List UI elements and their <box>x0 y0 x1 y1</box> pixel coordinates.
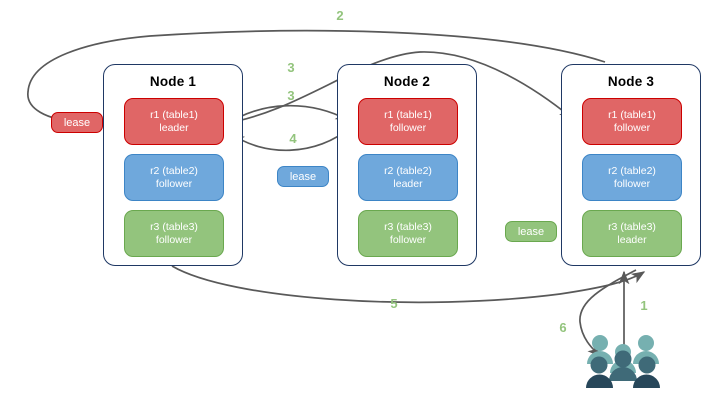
step-label-2: 2 <box>336 8 344 23</box>
lease-badge-red[interactable]: lease <box>51 112 103 133</box>
step-label-5: 5 <box>390 296 398 311</box>
replica-n1-r2-name: r2 (table2) <box>150 164 198 177</box>
replica-n1-r3[interactable]: r3 (table3) follower <box>124 210 224 257</box>
replica-n3-r2-name: r2 (table2) <box>608 164 656 177</box>
replica-n2-r2[interactable]: r2 (table2) leader <box>358 154 458 201</box>
replica-n1-r2[interactable]: r2 (table2) follower <box>124 154 224 201</box>
replica-n3-r2-role: follower <box>613 177 651 190</box>
replica-n2-r2-role: leader <box>393 177 423 190</box>
node-3-box[interactable]: Node 3 r1 (table1) follower r2 (table2) … <box>561 64 701 266</box>
replica-n3-r1-name: r1 (table1) <box>608 108 656 121</box>
replica-n1-r3-role: follower <box>155 233 193 246</box>
replica-n2-r2-name: r2 (table2) <box>384 164 432 177</box>
replica-n2-r3-name: r3 (table3) <box>384 220 432 233</box>
replica-n2-r1-role: follower <box>389 121 427 134</box>
replica-n1-r1-role: leader <box>159 121 189 134</box>
edge-step-5 <box>171 265 646 304</box>
step-label-1: 1 <box>640 298 648 313</box>
replica-n3-r1-role: follower <box>613 121 651 134</box>
step-label-4: 4 <box>289 131 297 146</box>
replica-n2-r1[interactable]: r1 (table1) follower <box>358 98 458 145</box>
replica-n2-r3-role: follower <box>389 233 427 246</box>
replica-n1-r2-role: follower <box>155 177 193 190</box>
step-label-3-upper: 3 <box>287 60 295 75</box>
replica-n3-r1[interactable]: r1 (table1) follower <box>582 98 682 145</box>
replica-n3-r3-role: leader <box>617 233 647 246</box>
lease-badge-green[interactable]: lease <box>505 221 557 242</box>
replica-n3-r3-name: r3 (table3) <box>608 220 656 233</box>
replica-n1-r1[interactable]: r1 (table1) leader <box>124 98 224 145</box>
node-1-box[interactable]: Node 1 r1 (table1) leader r2 (table2) fo… <box>103 64 243 266</box>
node-1-title: Node 1 <box>149 74 197 89</box>
replica-n3-r2[interactable]: r2 (table2) follower <box>582 154 682 201</box>
lease-badge-blue[interactable]: lease <box>277 166 329 187</box>
replica-n2-r3[interactable]: r3 (table3) follower <box>358 210 458 257</box>
node-3-title: Node 3 <box>607 74 655 89</box>
node-2-title: Node 2 <box>383 74 431 89</box>
replica-n1-r3-name: r3 (table3) <box>150 220 198 233</box>
replica-n2-r1-name: r1 (table1) <box>384 108 432 121</box>
users-icon <box>586 332 660 394</box>
replica-n3-r3[interactable]: r3 (table3) leader <box>582 210 682 257</box>
replica-n1-r1-name: r1 (table1) <box>150 108 198 121</box>
node-2-box[interactable]: Node 2 r1 (table1) follower r2 (table2) … <box>337 64 477 266</box>
step-label-6: 6 <box>559 320 567 335</box>
step-label-3-lower: 3 <box>287 88 295 103</box>
